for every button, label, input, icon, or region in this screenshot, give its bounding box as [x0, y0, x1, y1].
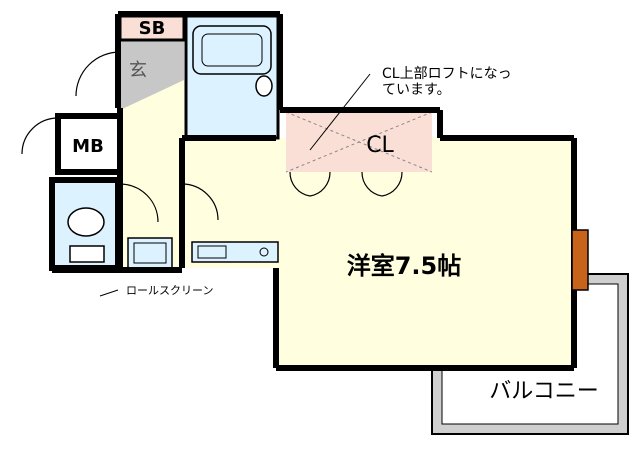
roll-screen-label: ロールスクリーン — [126, 284, 213, 297]
western-room-floor — [276, 138, 572, 366]
closet-cross-line-2 — [285, 111, 433, 173]
washer-drain — [133, 242, 167, 264]
meter-box-label: MB — [72, 136, 104, 157]
bathtub-inner — [201, 33, 263, 67]
balcony-label: バルコニー — [489, 379, 599, 404]
entrance-floor — [120, 40, 184, 110]
closet-label: CL — [366, 133, 394, 158]
entrance-doors — [21, 51, 219, 223]
entrance-label: 玄 — [129, 60, 147, 81]
washbasin — [255, 75, 273, 97]
walls — [52, 11, 577, 371]
bathtub — [192, 25, 272, 75]
toilet-bowl — [67, 207, 105, 237]
toilet-tank — [69, 245, 105, 263]
closet-note-leader — [309, 73, 371, 151]
kitchen-counter — [191, 241, 279, 263]
closet-note-line1: CL上部ロフトになっ — [382, 66, 512, 82]
shoe-box-label: SB — [139, 18, 166, 39]
room-window — [571, 229, 589, 291]
closet-doors — [289, 171, 403, 197]
kitchen-sink — [197, 245, 227, 259]
western-room-label: 洋室7.5帖 — [347, 252, 462, 280]
closet-note-line2: ています。 — [382, 82, 451, 98]
roll-screen-leader — [99, 289, 119, 297]
stove-burner — [259, 247, 269, 257]
